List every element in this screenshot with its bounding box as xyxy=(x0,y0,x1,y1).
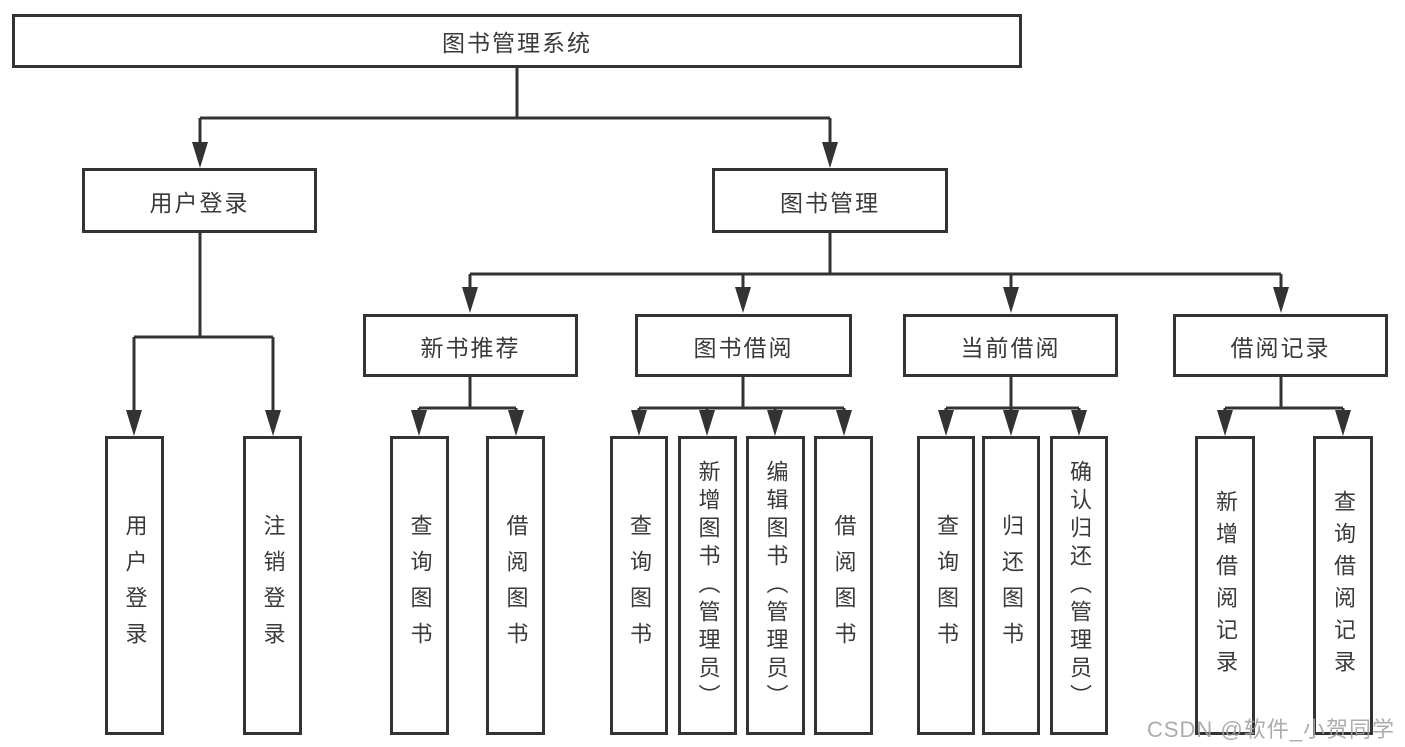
node-current-borrowing: 当前借阅 xyxy=(903,314,1118,377)
node-library-management-system: 图书管理系统 xyxy=(12,14,1022,68)
node-borrowing-records: 借阅记录 xyxy=(1173,314,1388,377)
leaf-borrow-books-1: 借阅图书 xyxy=(486,436,545,735)
node-book-management: 图书管理 xyxy=(712,168,948,233)
leaf-query-books-3: 查询图书 xyxy=(917,436,975,735)
node-user-login: 用户登录 xyxy=(82,168,317,233)
leaf-add-borrow-record: 新增借阅记录 xyxy=(1195,436,1255,735)
watermark-csdn: CSDN @软件_小贺同学 xyxy=(1146,717,1395,742)
leaf-edit-book-admin: 编辑图书（管理员） xyxy=(746,436,805,735)
leaf-logout: 注销登录 xyxy=(243,436,302,735)
leaf-user-login: 用户登录 xyxy=(105,436,164,735)
leaf-query-books-1: 查询图书 xyxy=(390,436,449,735)
leaf-query-borrow-record: 查询借阅记录 xyxy=(1313,436,1373,735)
leaf-return-books: 归还图书 xyxy=(982,436,1040,735)
leaf-borrow-books-2: 借阅图书 xyxy=(814,436,873,735)
arrowheads xyxy=(126,142,1351,436)
node-new-book-recommendation: 新书推荐 xyxy=(363,314,578,377)
leaf-confirm-return-admin: 确认归还（管理员） xyxy=(1050,436,1108,735)
leaf-add-book-admin: 新增图书（管理员） xyxy=(678,436,737,735)
node-book-borrowing: 图书借阅 xyxy=(635,314,852,377)
leaf-query-books-2: 查询图书 xyxy=(610,436,668,735)
